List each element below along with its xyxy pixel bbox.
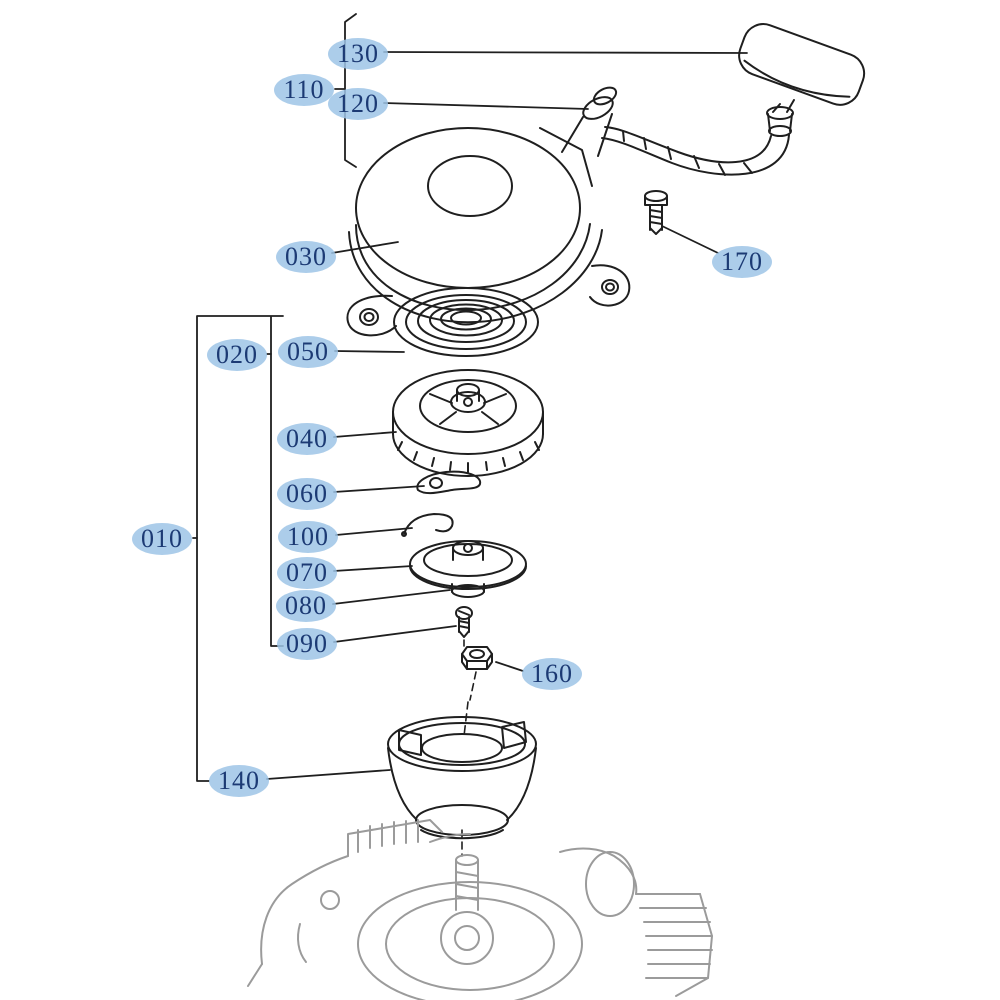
callout-050-label: 050 <box>287 337 329 366</box>
callout-040[interactable]: 040 <box>277 423 337 455</box>
callout-020-label: 020 <box>216 340 258 369</box>
engine-block-drawing <box>247 819 713 1000</box>
friction-plate-drawing <box>409 540 527 590</box>
callout-160[interactable]: 160 <box>522 658 582 690</box>
callout-110[interactable]: 110 <box>274 74 334 106</box>
callout-040-label: 040 <box>286 424 328 453</box>
pawl-spring-drawing <box>401 513 454 537</box>
starter-housing-drawing <box>346 127 631 337</box>
leader-lines <box>192 13 748 782</box>
pull-handle-drawing <box>738 23 866 137</box>
callout-100[interactable]: 100 <box>278 521 338 553</box>
callout-030-label: 030 <box>285 242 327 271</box>
callout-080-label: 080 <box>285 591 327 620</box>
pulley-drawing <box>392 369 544 477</box>
ratchet-pawl-drawing <box>416 470 482 495</box>
center-axis-line <box>461 639 477 857</box>
center-screw-drawing <box>455 606 473 638</box>
callout-110-label: 110 <box>283 75 325 104</box>
callout-170-label: 170 <box>721 247 763 276</box>
callout-090[interactable]: 090 <box>277 628 337 660</box>
rope-guide-drawing <box>561 86 618 157</box>
spring-washer-drawing <box>451 583 485 598</box>
callout-120[interactable]: 120 <box>328 88 388 120</box>
callout-060[interactable]: 060 <box>277 478 337 510</box>
callout-140[interactable]: 140 <box>209 765 269 797</box>
callout-170[interactable]: 170 <box>712 246 772 278</box>
callout-010[interactable]: 010 <box>132 523 192 555</box>
callout-100-label: 100 <box>287 522 329 551</box>
callout-080[interactable]: 080 <box>276 590 336 622</box>
callout-090-label: 090 <box>286 629 328 658</box>
callout-130[interactable]: 130 <box>328 38 388 70</box>
callout-140-label: 140 <box>218 766 260 795</box>
callout-160-label: 160 <box>531 659 573 688</box>
starter-cup-drawing <box>387 716 537 840</box>
starter-rope-drawing <box>601 126 790 176</box>
callout-010-label: 010 <box>141 524 183 553</box>
callout-030[interactable]: 030 <box>276 241 336 273</box>
callout-120-label: 120 <box>337 89 379 118</box>
callout-130-label: 130 <box>337 39 379 68</box>
callout-070[interactable]: 070 <box>277 557 337 589</box>
callout-050[interactable]: 050 <box>278 336 338 368</box>
bolt-drawing <box>644 190 668 235</box>
callout-060-label: 060 <box>286 479 328 508</box>
callout-070-label: 070 <box>286 558 328 587</box>
callout-020[interactable]: 020 <box>207 339 267 371</box>
recoil-spring-drawing <box>393 287 539 357</box>
nut-drawing <box>461 646 493 670</box>
